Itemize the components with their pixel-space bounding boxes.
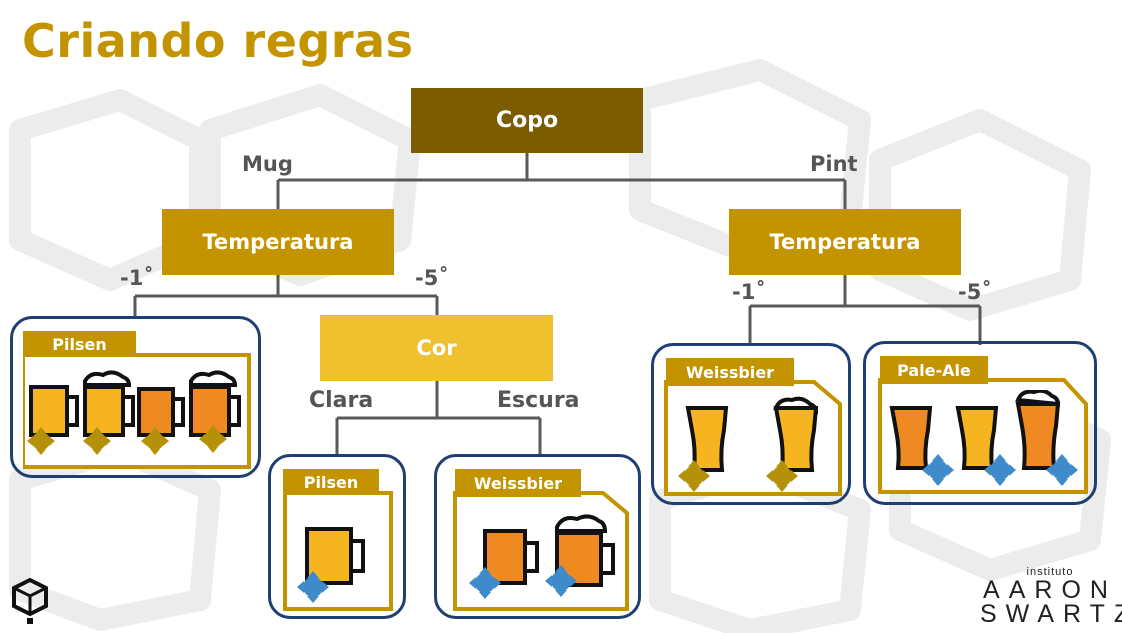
- target-marker-icon: [27, 425, 227, 455]
- target-marker-icon: [678, 460, 798, 492]
- brand-line-1: AARON: [983, 576, 1117, 604]
- folder-label: Pale-Ale: [880, 356, 988, 384]
- pint-glass-icon: [773, 396, 819, 472]
- cube-logo-icon: [12, 578, 48, 624]
- edge-label-mug: Mug: [242, 152, 293, 176]
- target-marker-icon: [922, 454, 1078, 486]
- mug-icon: [483, 529, 539, 585]
- brand-logo: instituto AARON SWARTZ: [980, 566, 1122, 628]
- mug-icon: [189, 370, 241, 437]
- folder-label: Pilsen: [23, 331, 136, 357]
- node-temperatura-mug: Temperatura: [162, 209, 394, 275]
- mug-icon: [29, 385, 79, 437]
- target-marker-icon: [469, 565, 577, 599]
- brand-line-2: SWARTZ: [980, 600, 1122, 628]
- edge-label-pint-cold: -1˚: [732, 280, 766, 304]
- folder-label: Weissbier: [666, 358, 794, 386]
- leaf-pilsen-clara: Pilsen: [268, 454, 406, 619]
- edge-label-mug-cold: -1˚: [120, 266, 154, 290]
- pint-glass-icon: [1015, 390, 1061, 470]
- mug-icon: [137, 387, 185, 437]
- brand-prefix: instituto: [1026, 566, 1074, 578]
- beer-row: [678, 396, 819, 492]
- mug-icon: [555, 514, 615, 587]
- pint-glass-icon: [955, 406, 999, 470]
- folder-label: Weissbier: [455, 469, 581, 497]
- beer-row: [27, 370, 241, 455]
- folder-label: Pilsen: [283, 469, 379, 495]
- beer-row: [297, 527, 365, 603]
- target-marker-icon: [297, 571, 329, 603]
- node-temperatura-pint: Temperatura: [729, 209, 961, 275]
- edge-label-pint-warm: -5˚: [958, 280, 992, 304]
- root-node-copo: Copo: [411, 88, 643, 153]
- node-cor: Cor: [320, 315, 553, 381]
- pint-glass-icon: [889, 406, 933, 470]
- edge-label-escura: Escura: [497, 388, 580, 413]
- pint-glass-icon: [685, 406, 729, 472]
- mug-icon: [83, 370, 135, 437]
- beer-row: [889, 390, 1078, 486]
- edge-label-clara: Clara: [309, 388, 374, 413]
- leaf-pale-ale: Pale-Ale: [863, 341, 1097, 505]
- leaf-weissbier-pint: Weissbier: [651, 343, 851, 505]
- edge-label-mug-warm: -5˚: [415, 266, 449, 290]
- page-title: Criando regras: [22, 14, 414, 68]
- edge-label-pint: Pint: [810, 152, 858, 176]
- beer-row: [469, 514, 615, 599]
- leaf-pilsen-mug: Pilsen: [10, 316, 261, 478]
- leaf-weissbier-escura: Weissbier: [434, 454, 641, 619]
